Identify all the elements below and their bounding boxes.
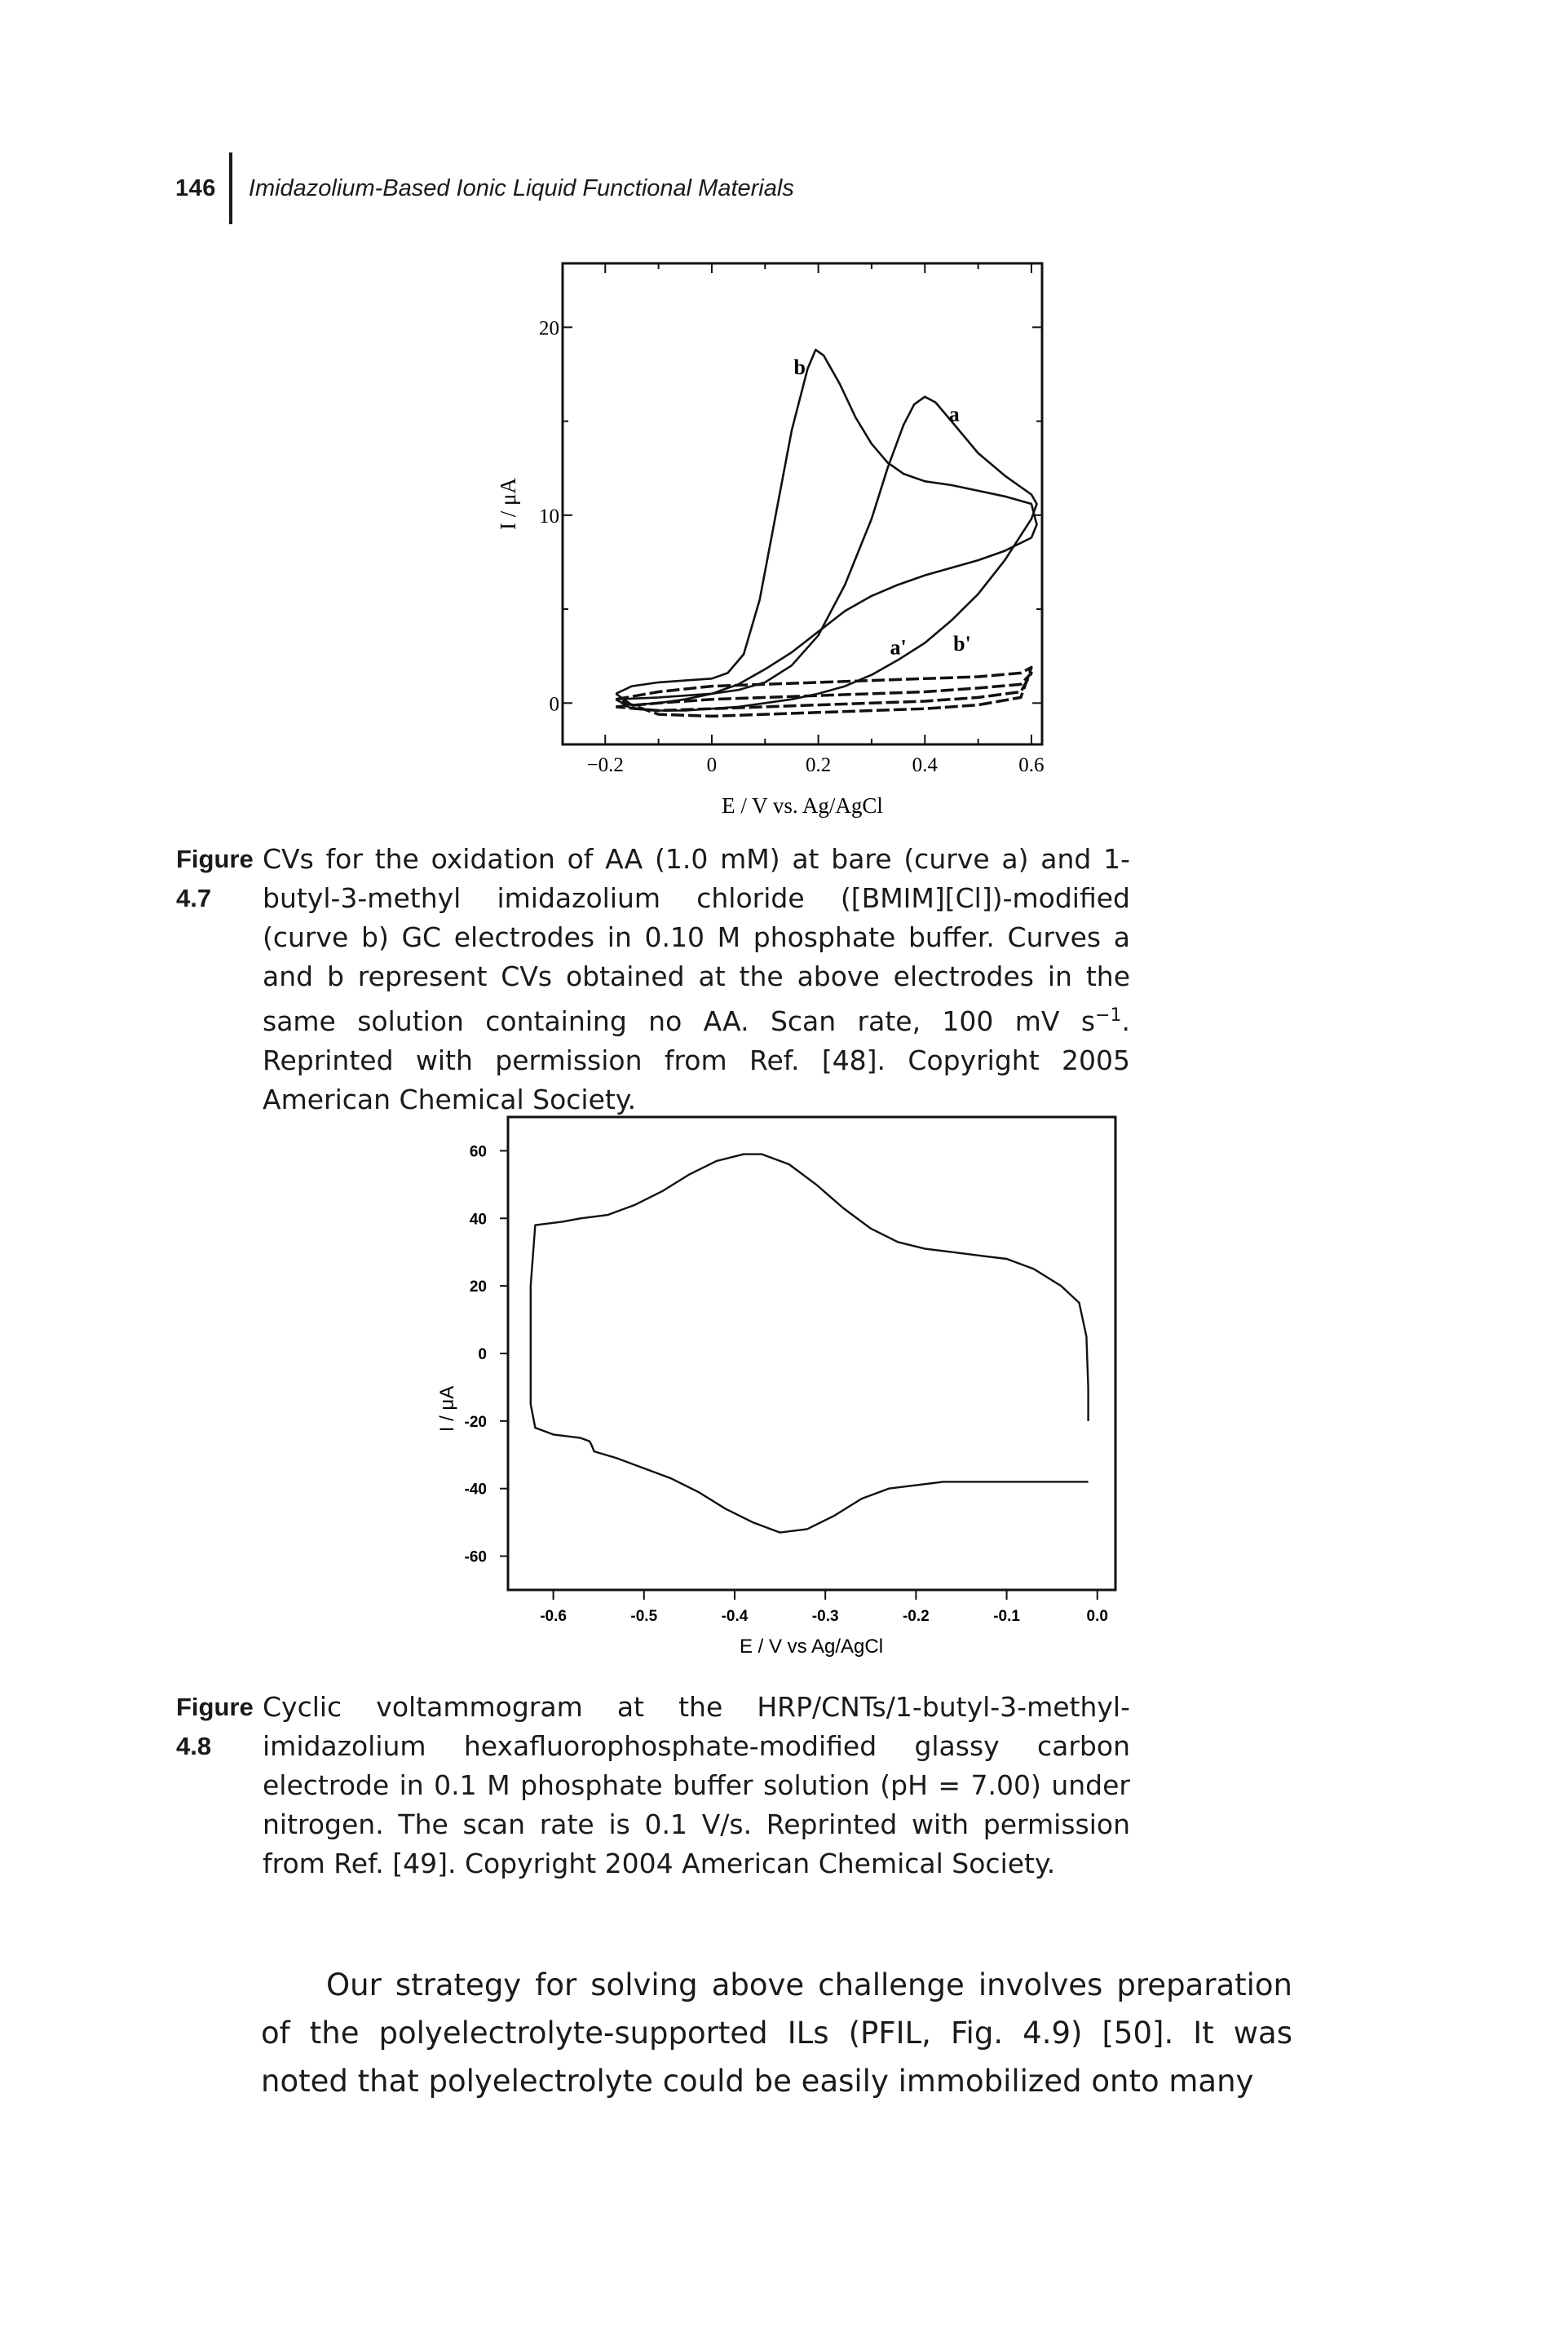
- y-tick-label: -20: [465, 1414, 487, 1431]
- curve-b-prime: [615, 665, 1033, 718]
- caption-text: CVs for the oxidation of AA (1.0 mM) at …: [263, 840, 1130, 1119]
- x-tick-label: 0.4: [912, 754, 939, 776]
- book-title: Imidazolium-Based Ionic Liquid Functiona…: [248, 174, 794, 201]
- y-tick-label: 40: [470, 1211, 487, 1228]
- caption-text-end: . Reprinted with permission from Ref. [4…: [263, 1005, 1130, 1115]
- curve-label: a': [890, 635, 906, 659]
- curve-label: b': [953, 632, 971, 656]
- cv-curve: [529, 1153, 1089, 1534]
- x-tick-label: 0.2: [806, 754, 831, 776]
- y-tick-label: -40: [465, 1481, 487, 1499]
- y-tick-label: 0: [478, 1346, 487, 1363]
- y-tick-label: 20: [470, 1278, 487, 1296]
- y-tick-label: 10: [539, 506, 559, 528]
- y-tick-label: 0: [550, 693, 560, 715]
- page-number: 146: [175, 174, 216, 201]
- header-rule: [228, 152, 232, 224]
- x-tick-label: -0.6: [540, 1608, 567, 1625]
- x-tick-label: −0.2: [587, 754, 624, 776]
- caption-text-main: CVs for the oxidation of AA (1.0 mM) at …: [263, 843, 1130, 1037]
- y-tick-label: -60: [465, 1549, 487, 1566]
- y-tick-label: 60: [470, 1143, 487, 1160]
- x-tick-label: -0.5: [630, 1608, 657, 1625]
- x-axis-label: E / V vs. Ag/AgCl: [722, 793, 883, 818]
- y-tick-label: 20: [539, 317, 559, 339]
- x-tick-label: 0.0: [1087, 1608, 1108, 1625]
- figure-4-8-chart: -0.6 -0.5 -0.4 -0.3 -0.2 -0.1 0.0 -60 -40 -20 0 20 4…: [436, 1115, 1117, 1658]
- x-axis-label: E / V vs Ag/AgCl: [740, 1636, 883, 1658]
- x-tick-label: 0: [707, 754, 718, 776]
- x-tick-label: -0.1: [993, 1608, 1020, 1625]
- curve-label: a: [949, 403, 960, 426]
- x-tick-label: 0.6: [1018, 754, 1044, 776]
- figure-4-7-chart: −0.2 0 0.2 0.4 0.6 0 10 20 b a a' b' E / V vs. Ag/…: [496, 262, 1045, 818]
- figure-label: Figure 4.8: [176, 1693, 254, 1760]
- running-head: 146 Imidazolium-Based Ionic Liquid Funct…: [175, 152, 794, 224]
- caption-text: Cyclic voltammogram at the HRP/CNTs/1-bu…: [263, 1691, 1130, 1879]
- x-tick-label: -0.4: [722, 1608, 749, 1625]
- body-paragraph: Our strategy for solving above challenge…: [261, 1967, 1292, 2099]
- x-tick-label: -0.2: [903, 1608, 930, 1625]
- curve-a-prime: [616, 671, 1033, 713]
- figure-label: Figure 4.7: [176, 845, 254, 912]
- figure-4-7-caption: Figure 4.7 CVs for the oxidation of AA (…: [0, 840, 1130, 1119]
- plot-frame: [561, 262, 1044, 746]
- y-axis-label: I / μA: [496, 478, 520, 530]
- figure-4-8-caption: Figure 4.8 Cyclic voltammogram at the HR…: [0, 1688, 1130, 1883]
- x-tick-label: -0.3: [812, 1608, 839, 1625]
- curve-label: b: [793, 355, 805, 379]
- y-axis-label: I / μA: [436, 1386, 458, 1433]
- curve-b: [615, 348, 1038, 706]
- curve-a: [615, 395, 1038, 712]
- superscript: −1: [1095, 1005, 1122, 1026]
- plot-frame: [506, 1115, 1117, 1592]
